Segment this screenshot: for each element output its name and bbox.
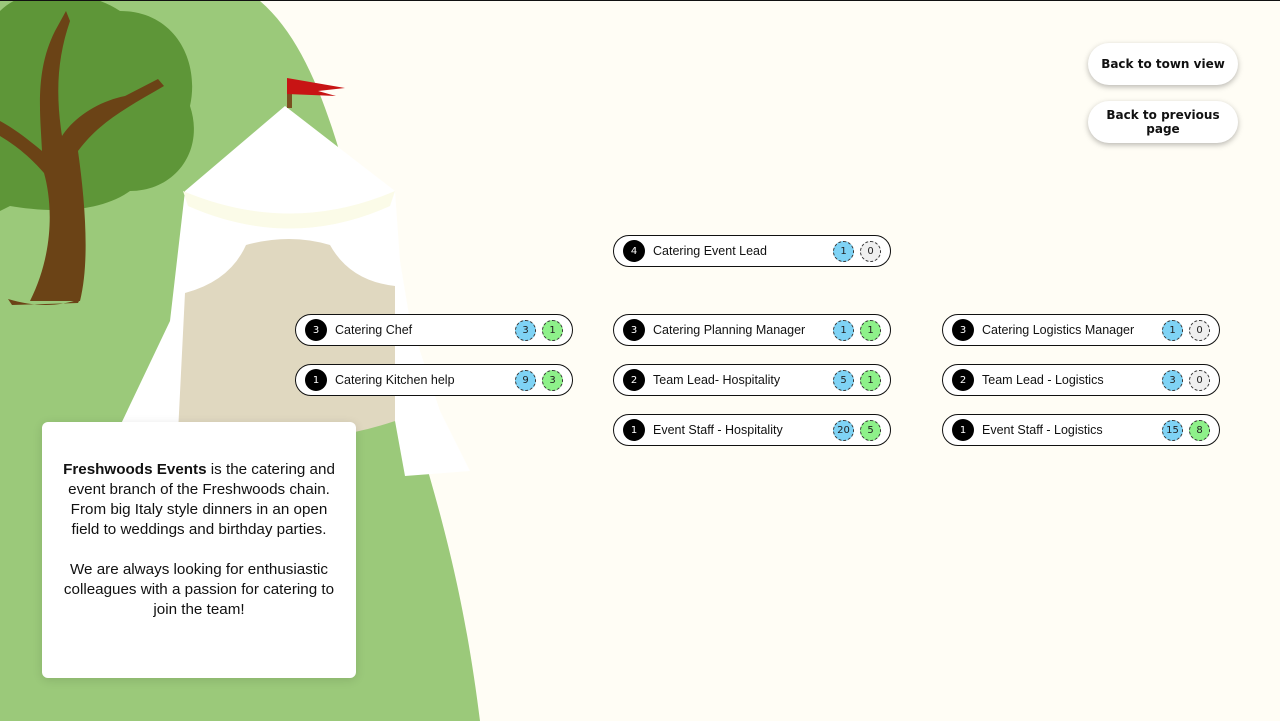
recruitment-text: We are always looking for enthusiastic c… [63, 561, 335, 618]
filled-positions-badge: 1 [542, 319, 563, 341]
open-positions-badge: 9 [515, 369, 536, 391]
back-to-town-view-button[interactable]: Back to town view [1088, 43, 1238, 85]
role-title: Catering Planning Manager [653, 323, 806, 337]
filled-positions-badge: 0 [1189, 369, 1210, 391]
open-positions-badge: 3 [1162, 369, 1183, 391]
back-to-previous-page-button[interactable]: Back to previous page [1088, 101, 1238, 143]
filled-positions-badge: 1 [860, 319, 881, 341]
role-catering-planning-manager[interactable]: 3 Catering Planning Manager 1 1 [613, 314, 891, 346]
role-team-lead-hospitality[interactable]: 2 Team Lead- Hospitality 5 1 [613, 364, 891, 396]
role-title: Team Lead - Logistics [982, 373, 1104, 387]
filled-positions-badge: 3 [542, 369, 563, 391]
role-level-badge: 1 [952, 419, 974, 441]
filled-positions-badge: 0 [1189, 319, 1210, 341]
role-level-badge: 2 [623, 369, 645, 391]
role-level-badge: 1 [305, 369, 327, 391]
open-positions-badge: 15 [1162, 419, 1183, 441]
role-title: Catering Kitchen help [335, 373, 455, 387]
open-positions-badge: 1 [833, 319, 854, 341]
role-title: Event Staff - Logistics [982, 423, 1103, 437]
open-positions-badge: 3 [515, 319, 536, 341]
open-positions-badge: 1 [1162, 319, 1183, 341]
role-title: Catering Logistics Manager [982, 323, 1135, 337]
filled-positions-badge: 5 [860, 419, 881, 441]
role-title: Event Staff - Hospitality [653, 423, 783, 437]
role-title: Catering Chef [335, 323, 413, 337]
role-level-badge: 1 [623, 419, 645, 441]
role-level-badge: 3 [623, 319, 645, 341]
role-level-badge: 2 [952, 369, 974, 391]
role-catering-logistics-manager[interactable]: 3 Catering Logistics Manager 1 0 [942, 314, 1220, 346]
role-event-staff-hospitality[interactable]: 1 Event Staff - Hospitality 20 5 [613, 414, 891, 446]
role-title: Catering Event Lead [653, 244, 767, 258]
filled-positions-badge: 8 [1189, 419, 1210, 441]
company-info-card: Freshwoods Events is the catering and ev… [42, 422, 356, 678]
open-positions-badge: 5 [833, 369, 854, 391]
company-name: Freshwoods Events [63, 461, 207, 478]
role-title: Team Lead- Hospitality [653, 373, 781, 387]
tent-flag [287, 78, 345, 96]
filled-positions-badge: 0 [860, 240, 881, 262]
role-level-badge: 4 [623, 240, 645, 262]
role-catering-chef[interactable]: 3 Catering Chef 3 1 [295, 314, 573, 346]
role-level-badge: 3 [305, 319, 327, 341]
role-catering-event-lead[interactable]: 4 Catering Event Lead 1 0 [613, 235, 891, 267]
role-level-badge: 3 [952, 319, 974, 341]
open-positions-badge: 1 [833, 240, 854, 262]
open-positions-badge: 20 [833, 419, 854, 441]
tree [0, 1, 194, 305]
company-description: Freshwoods Events is the catering and ev… [60, 460, 338, 540]
role-catering-kitchen-help[interactable]: 1 Catering Kitchen help 9 3 [295, 364, 573, 396]
role-event-staff-logistics[interactable]: 1 Event Staff - Logistics 15 8 [942, 414, 1220, 446]
filled-positions-badge: 1 [860, 369, 881, 391]
company-description-text: is the catering and event branch of the … [68, 461, 335, 538]
role-team-lead-logistics[interactable]: 2 Team Lead - Logistics 3 0 [942, 364, 1220, 396]
